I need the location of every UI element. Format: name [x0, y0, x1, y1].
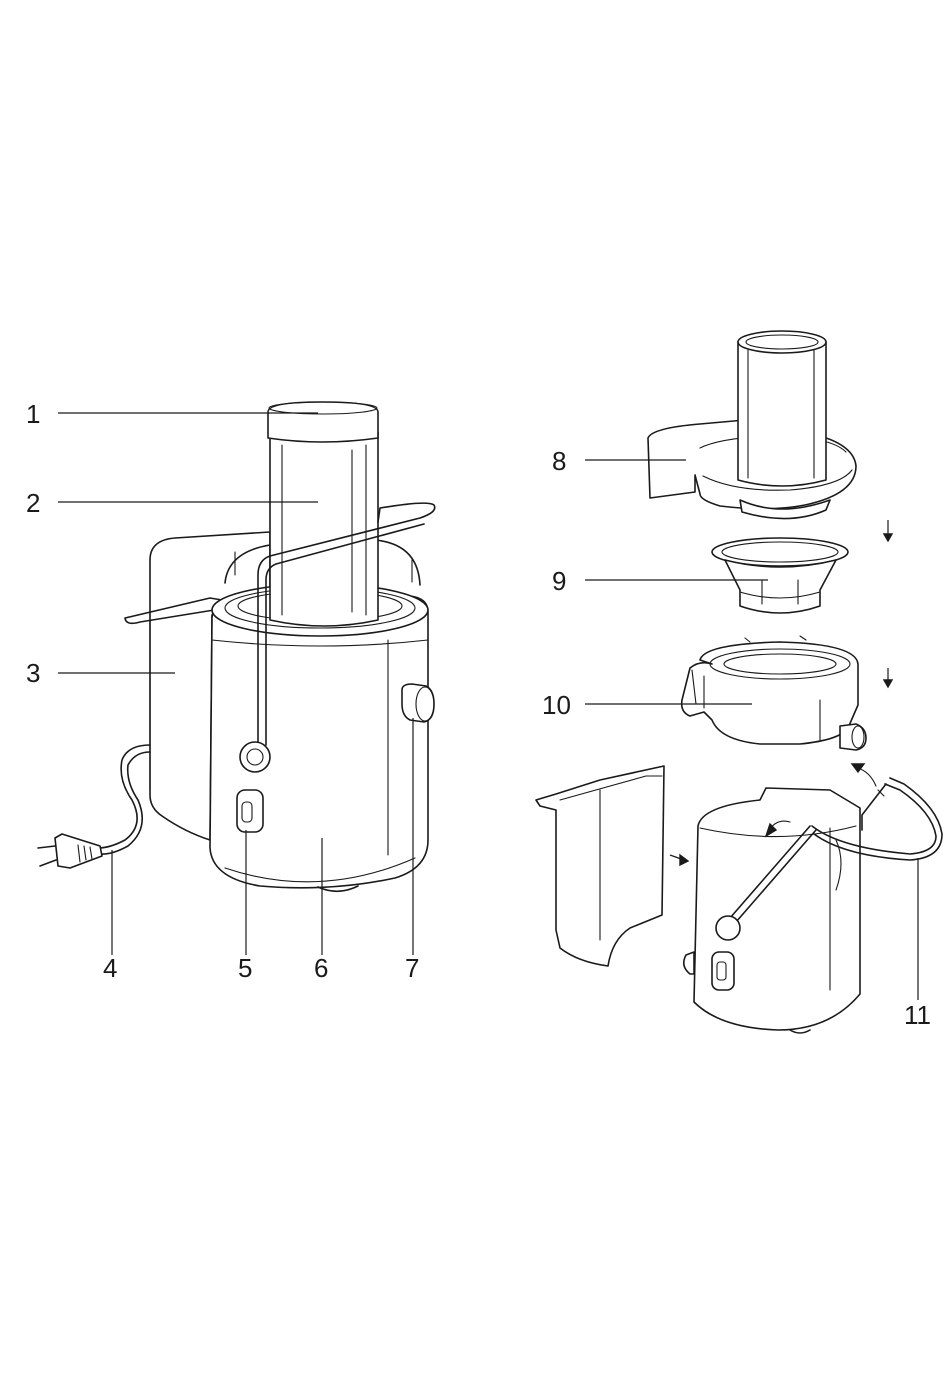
food-pusher: [268, 402, 378, 442]
callout-10: 10: [542, 690, 571, 720]
callout-11: 11: [904, 1000, 931, 1030]
down-arrow-1: [884, 520, 892, 541]
feeding-tube: [270, 432, 378, 626]
callout-4: 4: [103, 953, 117, 983]
exploded-view: [536, 331, 942, 1033]
callout-9: 9: [552, 566, 566, 596]
on-off-switch: [237, 790, 263, 832]
assembled-juicer: [38, 402, 435, 891]
callout-8: 8: [552, 446, 566, 476]
callout-6: 6: [314, 953, 328, 983]
callout-1: 1: [26, 399, 40, 429]
motor-base-exploded: [684, 788, 860, 1033]
filter-basket: [712, 538, 848, 613]
down-arrow-2: [884, 668, 892, 687]
juice-collector: [682, 636, 866, 750]
motor-base: [210, 596, 428, 888]
callout-7: 7: [405, 953, 419, 983]
callout-2: 2: [26, 488, 40, 518]
callout-3: 3: [26, 658, 40, 688]
callout-5: 5: [238, 953, 252, 983]
cover-with-tube: [648, 331, 856, 519]
pulp-container-separate: [536, 766, 664, 966]
power-cord: [98, 745, 150, 848]
right-arrow: [670, 855, 688, 865]
